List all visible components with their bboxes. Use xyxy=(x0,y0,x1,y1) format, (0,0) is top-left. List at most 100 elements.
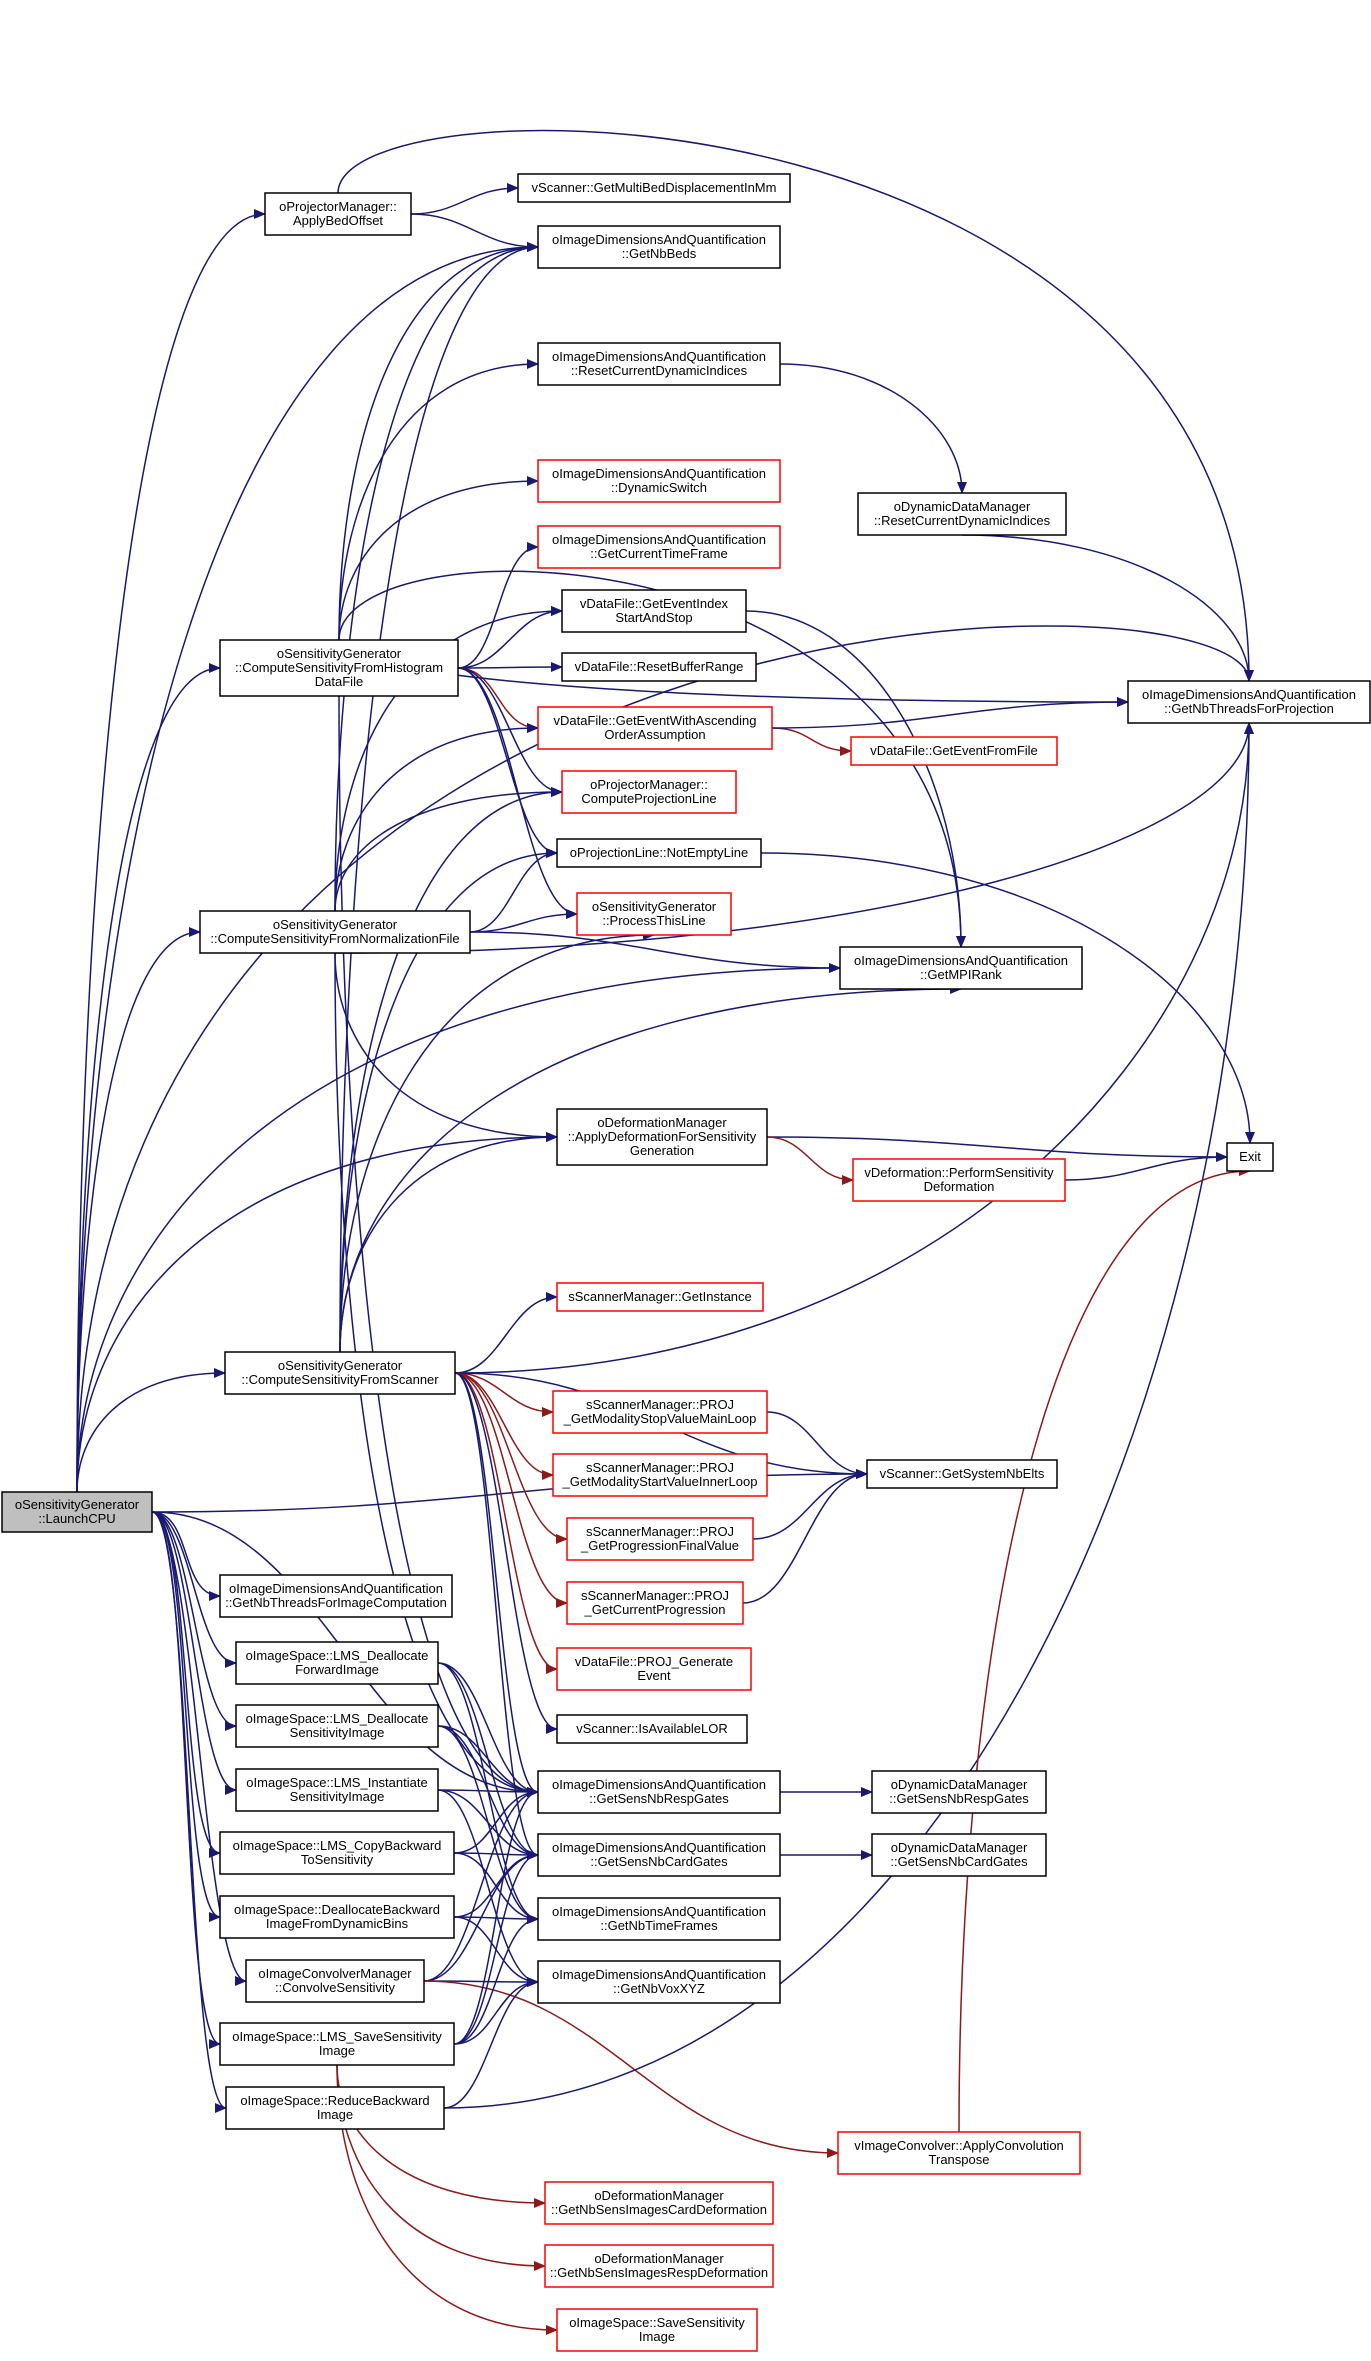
node-box xyxy=(852,1158,1066,1202)
node-defCard[interactable]: oDeformationManager::GetNbSensImagesCard… xyxy=(544,2181,774,2225)
node-applyDef[interactable]: oDeformationManager::ApplyDeformationFor… xyxy=(556,1108,768,1166)
node-isAvailLOR[interactable]: vScanner::IsAvailableLOR xyxy=(556,1714,748,1744)
edge-launch-to-deallocFwd xyxy=(151,1511,237,1668)
node-box xyxy=(556,1714,748,1744)
edge-csHisto-to-dynSwitch xyxy=(338,476,539,641)
node-box xyxy=(1,1491,153,1533)
edge-applyConvT-to-exit xyxy=(958,1166,1251,2133)
node-deallocBackDyn[interactable]: oImageSpace::DeallocateBackwardImageFrom… xyxy=(219,1895,455,1939)
edge-csHisto-to-getNbBeds xyxy=(338,242,539,641)
node-perfDef[interactable]: vDeformation::PerformSensitivityDeformat… xyxy=(852,1158,1066,1202)
node-projCurrent[interactable]: sScannerManager::PROJ_GetCurrentProgress… xyxy=(566,1581,744,1625)
edge-perfDef-to-exit xyxy=(1064,1152,1228,1181)
node-label: oSensitivityGenerator xyxy=(273,917,398,932)
node-label: SensitivityImage xyxy=(290,1725,385,1740)
edge-applyBed-to-getMultiBed xyxy=(410,183,519,215)
node-defResp[interactable]: oDeformationManager::GetNbSensImagesResp… xyxy=(544,2244,774,2288)
node-label: ::ComputeSensitivityFromScanner xyxy=(241,1372,439,1387)
node-getNbBeds[interactable]: oImageDimensionsAndQuantification::GetNb… xyxy=(537,225,781,269)
edge-csScanner-to-getInstance xyxy=(454,1292,558,1374)
node-label: oProjectorManager:: xyxy=(590,777,708,792)
node-dynSwitch[interactable]: oImageDimensionsAndQuantification::Dynam… xyxy=(537,459,781,503)
node-label: ::ComputeSensitivityFromHistogram xyxy=(235,660,443,675)
node-sysNbElts[interactable]: vScanner::GetSystemNbElts xyxy=(866,1459,1058,1489)
node-label: oImageSpace::LMS_CopyBackward xyxy=(233,1838,442,1853)
node-convolveSens[interactable]: oImageConvolverManager::ConvolveSensitiv… xyxy=(245,1959,425,2003)
node-getMultiBed[interactable]: vScanner::GetMultiBedDisplacementInMm xyxy=(517,173,791,203)
node-copyBack[interactable]: oImageSpace::LMS_CopyBackwardToSensitivi… xyxy=(219,1831,455,1875)
node-label: ::ApplyDeformationForSensitivity xyxy=(568,1129,757,1144)
node-projStop[interactable]: sScannerManager::PROJ_GetModalityStopVal… xyxy=(552,1390,768,1434)
node-label: ::GetSensNbCardGates xyxy=(590,1854,728,1869)
node-label: Deformation xyxy=(924,1179,995,1194)
node-label: vScanner::GetSystemNbElts xyxy=(880,1466,1045,1481)
edge-projStop-to-sysNbElts xyxy=(766,1411,868,1479)
node-csNorm[interactable]: oSensitivityGenerator::ComputeSensitivit… xyxy=(199,910,471,954)
node-box xyxy=(199,910,471,954)
node-label: ::GetNbSensImagesRespDeformation xyxy=(550,2265,768,2280)
node-deallocSens[interactable]: oImageSpace::LMS_DeallocateSensitivityIm… xyxy=(235,1704,439,1748)
node-box xyxy=(219,1831,455,1875)
node-getTimeFrame[interactable]: oImageDimensionsAndQuantification::GetCu… xyxy=(537,525,781,569)
edge-csHisto-to-notEmpty xyxy=(457,667,558,858)
node-dynMgrReset[interactable]: oDynamicDataManager::ResetCurrentDynamic… xyxy=(857,492,1067,536)
node-getMPI[interactable]: oImageDimensionsAndQuantification::GetMP… xyxy=(839,946,1083,990)
node-dynResp[interactable]: oDynamicDataManager::GetSensNbRespGates xyxy=(871,1770,1047,1814)
node-nbVox[interactable]: oImageDimensionsAndQuantification::GetNb… xyxy=(537,1960,781,2004)
edge-launch-to-saveSensLMS xyxy=(151,1511,221,2049)
edge-csScanner-to-notEmpty xyxy=(339,848,558,1353)
node-box xyxy=(561,770,737,814)
edge-deallocFwd-to-sensResp xyxy=(437,1662,539,1797)
edge-convolveSens-to-applyConvT xyxy=(423,1980,839,2158)
node-applyConvT[interactable]: vImageConvolver::ApplyConvolutionTranspo… xyxy=(837,2131,1081,2175)
node-box xyxy=(537,706,773,750)
node-label: oImageDimensionsAndQuantification xyxy=(552,349,766,364)
node-sensCard[interactable]: oImageDimensionsAndQuantification::GetSe… xyxy=(537,1833,781,1877)
node-processLine[interactable]: oSensitivityGenerator::ProcessThisLine xyxy=(576,892,732,936)
node-csHisto[interactable]: oSensitivityGenerator::ComputeSensitivit… xyxy=(219,639,459,697)
node-threadsImg[interactable]: oImageDimensionsAndQuantification::GetNb… xyxy=(219,1574,453,1618)
node-notEmpty[interactable]: oProjectionLine::NotEmptyLine xyxy=(556,838,762,868)
node-label: Image xyxy=(319,2043,355,2058)
node-box xyxy=(556,2308,758,2352)
node-getEventFile[interactable]: vDataFile::GetEventFromFile xyxy=(850,736,1058,766)
edge-csScanner-to-sensResp xyxy=(454,1372,539,1797)
edge-projFinal-to-sysNbElts xyxy=(752,1469,868,1540)
node-getEventAsc[interactable]: vDataFile::GetEventWithAscendingOrderAss… xyxy=(537,706,773,750)
node-getInstance[interactable]: sScannerManager::GetInstance xyxy=(556,1282,764,1312)
node-launch[interactable]: oSensitivityGenerator::LaunchCPU xyxy=(1,1491,153,1533)
node-projStart[interactable]: sScannerManager::PROJ_GetModalityStartVa… xyxy=(552,1453,768,1497)
node-nbTimeFrames[interactable]: oImageDimensionsAndQuantification::GetNb… xyxy=(537,1897,781,1941)
edge-saveSensLMS-to-sensCard xyxy=(453,1850,539,2045)
edge-reduceBack-to-nbVox xyxy=(443,1977,539,2109)
node-exit[interactable]: Exit xyxy=(1226,1142,1274,1172)
node-label: oSensitivityGenerator xyxy=(277,646,402,661)
edge-csScanner-to-processLine xyxy=(339,930,655,1353)
node-resetBuffer[interactable]: vDataFile::ResetBufferRange xyxy=(561,652,757,682)
node-dynCard[interactable]: oDynamicDataManager::GetSensNbCardGates xyxy=(871,1833,1047,1877)
node-csScanner[interactable]: oSensitivityGenerator::ComputeSensitivit… xyxy=(224,1351,456,1395)
node-applyBed[interactable]: oProjectorManager::ApplyBedOffset xyxy=(264,192,412,236)
node-computeLine[interactable]: oProjectorManager::ComputeProjectionLine xyxy=(561,770,737,814)
edge-instSens-to-sensResp xyxy=(437,1786,539,1797)
node-box xyxy=(552,1453,768,1497)
edge-getEventAsc-to-getThreadsProj xyxy=(771,697,1129,729)
node-instSens[interactable]: oImageSpace::LMS_InstantiateSensitivityI… xyxy=(235,1768,439,1812)
node-resetDyn[interactable]: oImageDimensionsAndQuantification::Reset… xyxy=(537,342,781,386)
edge-launch-to-getMPI xyxy=(76,963,841,1493)
edge-saveSensLMS-to-defCard xyxy=(336,2064,546,2208)
node-getThreadsProj[interactable]: oImageDimensionsAndQuantification::GetNb… xyxy=(1127,680,1371,724)
node-sensResp[interactable]: oImageDimensionsAndQuantification::GetSe… xyxy=(537,1770,781,1814)
edge-csNorm-to-getEventIdx xyxy=(334,606,563,912)
node-projFinal[interactable]: sScannerManager::PROJ_GetProgressionFina… xyxy=(566,1517,754,1561)
edge-saveSensLMS-to-nbVox xyxy=(453,1977,539,2045)
graph-nodes: oSensitivityGenerator::LaunchCPU oProject… xyxy=(1,173,1371,2352)
edge-applyBed-to-getThreadsProj xyxy=(337,129,1254,682)
node-box xyxy=(552,1390,768,1434)
